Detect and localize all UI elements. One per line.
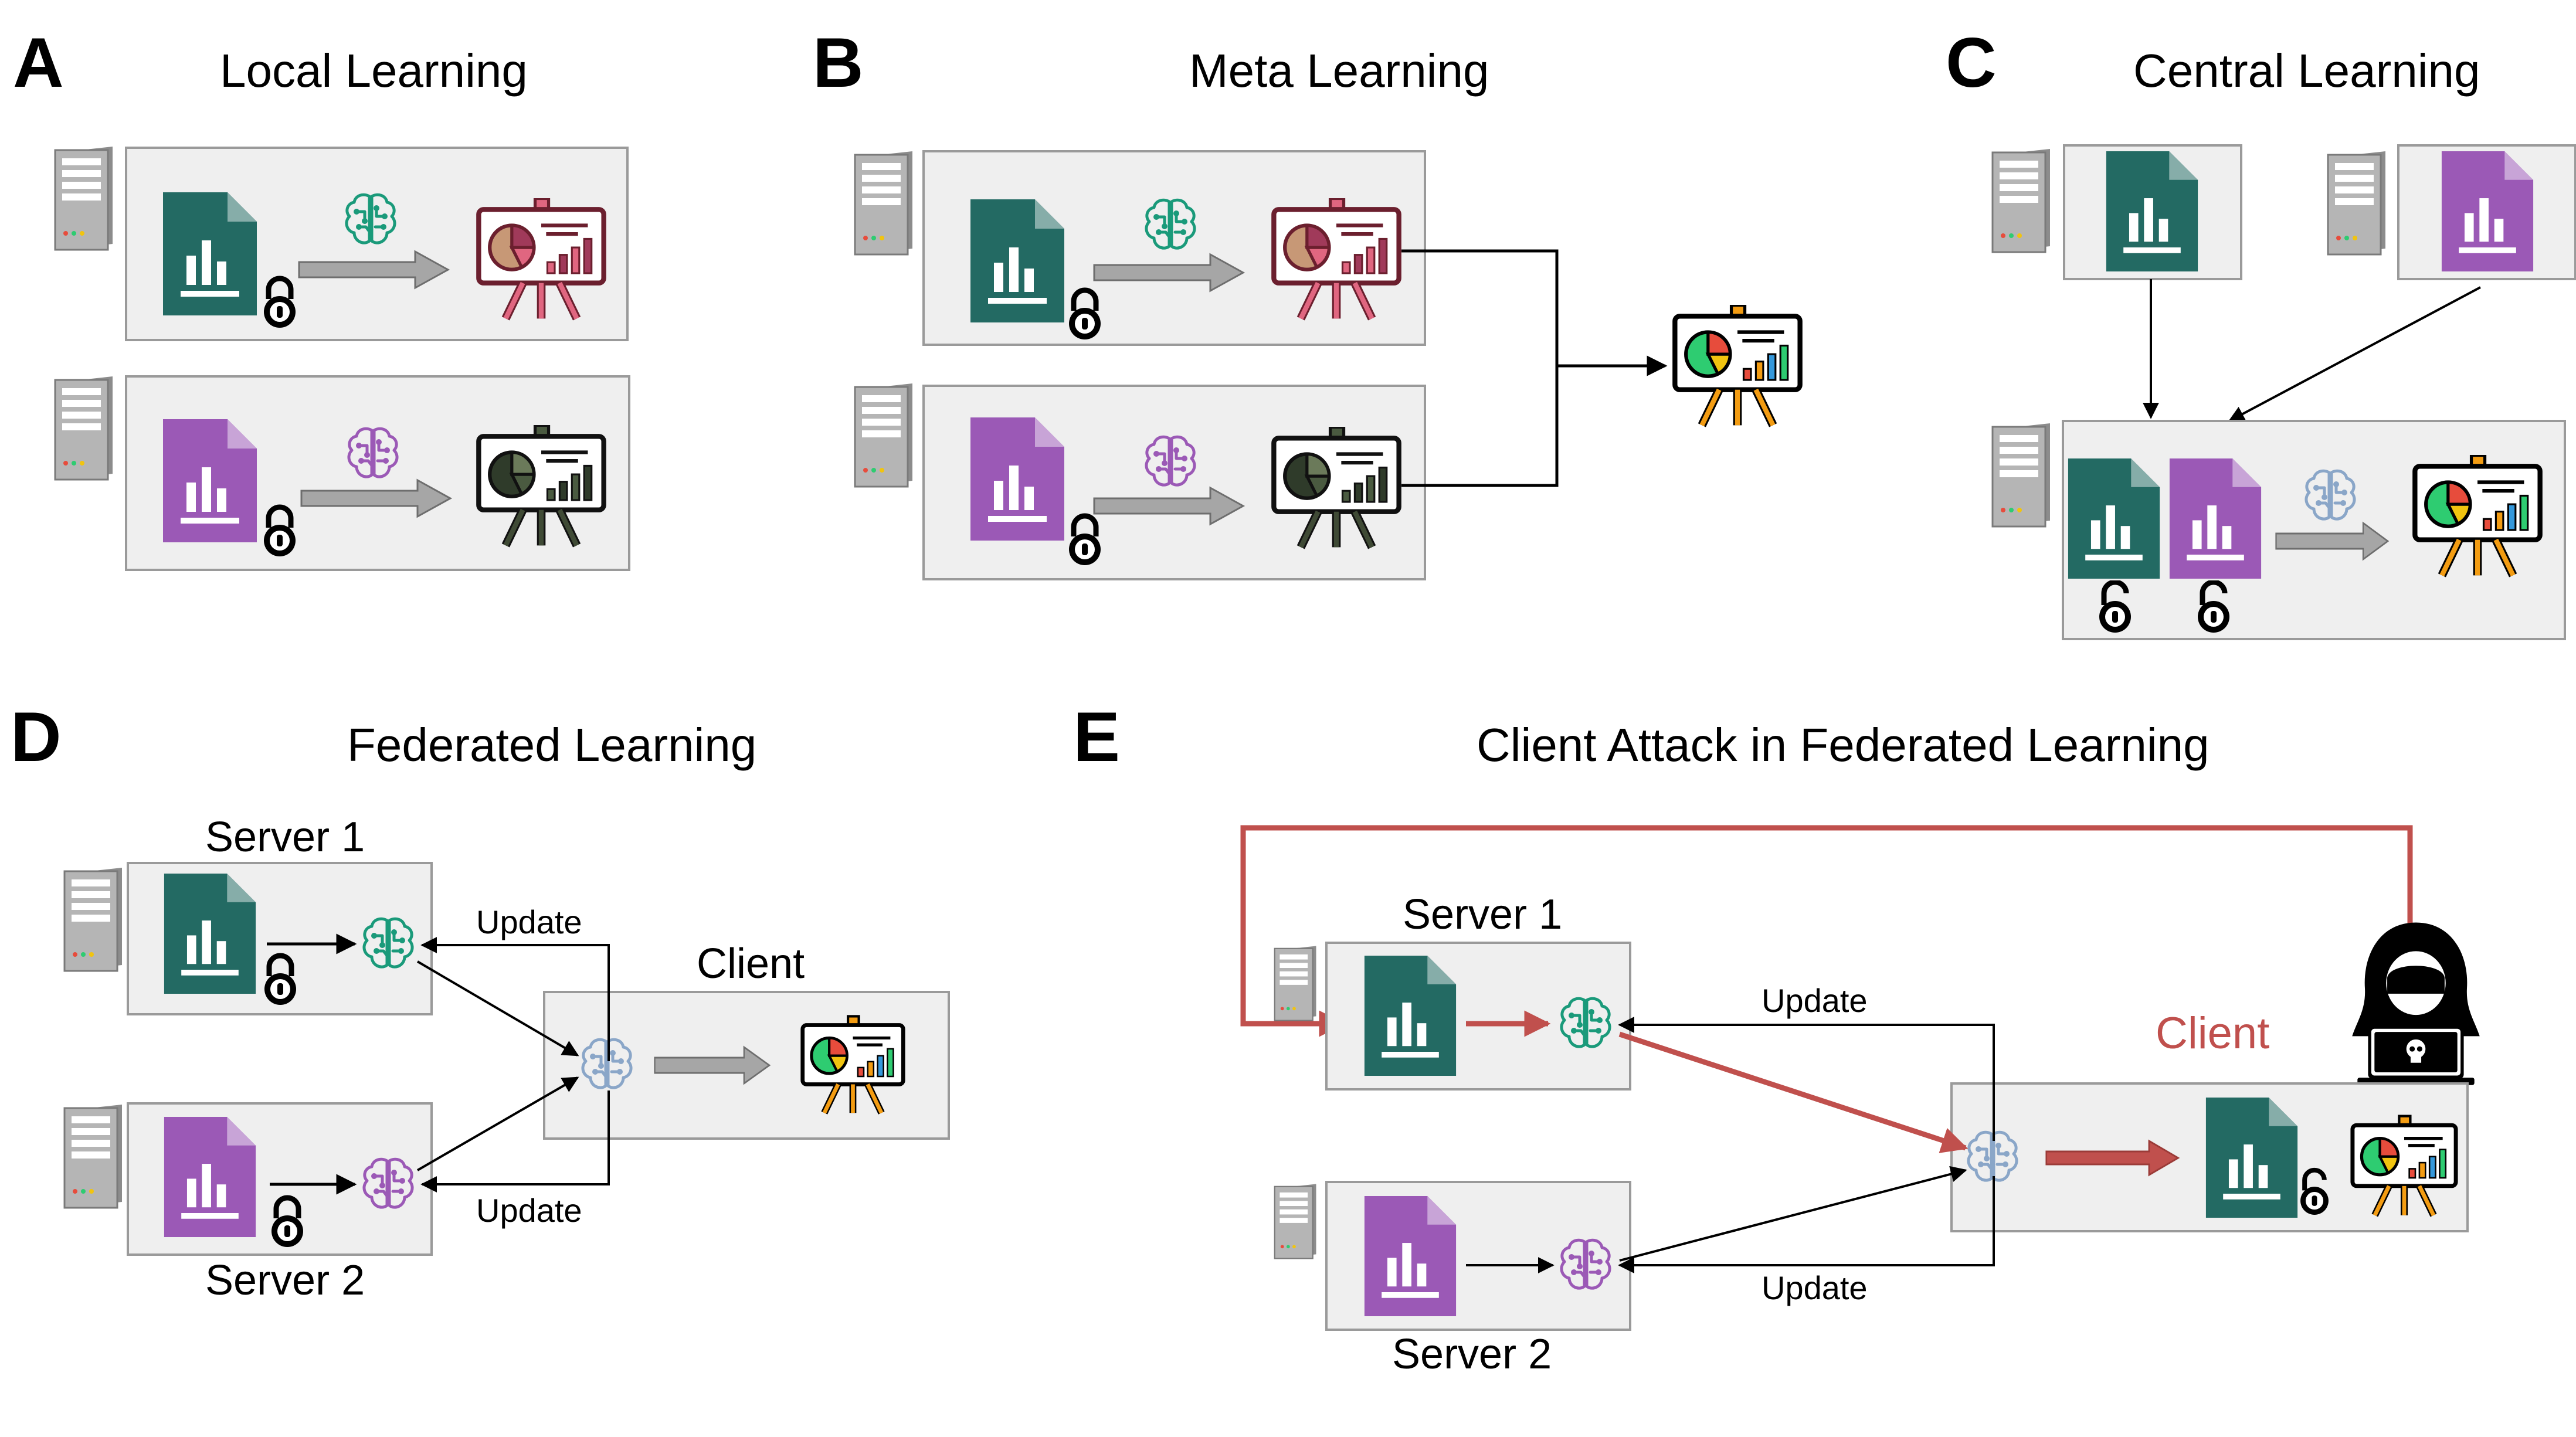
document-chart-icon xyxy=(2068,458,2160,579)
panel-d-title: Federated Learning xyxy=(347,719,756,771)
attack-path-arrow xyxy=(1240,825,2413,1037)
fed-update-arrow-1 xyxy=(420,937,610,1061)
server-icon xyxy=(63,867,123,972)
server-1-label: Server 1 xyxy=(205,814,365,861)
update-label: Update xyxy=(1762,1269,1868,1306)
central-arrow-2 xyxy=(2228,286,2481,422)
server-icon xyxy=(1991,148,2051,253)
fed-update-arrow-2 xyxy=(420,1091,610,1193)
server-icon xyxy=(1274,945,1317,1021)
document-chart-icon xyxy=(2106,151,2198,271)
attack-update-arrow-1 xyxy=(1618,1017,1995,1141)
presentation-board-icon xyxy=(1675,305,1800,425)
update-label: Update xyxy=(476,903,582,940)
document-chart-icon xyxy=(163,419,257,542)
document-chart-icon xyxy=(970,199,1064,322)
meta-connector xyxy=(1401,249,1559,487)
document-chart-icon xyxy=(2205,1098,2298,1218)
panel-e-letter: E xyxy=(1073,698,1120,776)
hacker-icon xyxy=(2352,922,2480,1085)
server-icon xyxy=(54,375,114,481)
panel-b: B Meta Learning xyxy=(813,23,1800,580)
panel-c-letter: C xyxy=(1946,23,1997,102)
update-label: Update xyxy=(476,1192,582,1229)
server-2-label: Server 2 xyxy=(205,1257,365,1304)
server-icon xyxy=(1274,1183,1317,1259)
attack-update-arrow-2 xyxy=(1618,1176,1995,1273)
panel-a-letter: A xyxy=(13,23,64,102)
document-chart-icon xyxy=(2169,458,2262,579)
server-icon xyxy=(1991,422,2051,528)
panel-c-title: Central Learning xyxy=(2133,45,2480,97)
server-icon xyxy=(54,145,114,251)
server-icon xyxy=(854,150,914,256)
panel-d: D Federated Learning Server 1 Server 2 C… xyxy=(11,698,950,1304)
document-chart-icon xyxy=(2441,151,2534,271)
fed-arrow-to-client-2 xyxy=(416,1076,579,1171)
document-chart-icon xyxy=(1364,1196,1457,1316)
document-chart-icon xyxy=(1364,956,1457,1076)
panel-a: A Local Learning xyxy=(13,23,630,571)
panel-d-letter: D xyxy=(11,698,62,776)
panel-e: E Client Attack in Federated Learning Se… xyxy=(1073,698,2480,1378)
attack-client-label: Client xyxy=(2156,1008,2269,1058)
server-icon xyxy=(63,1103,123,1209)
panel-b-letter: B xyxy=(813,23,864,102)
document-chart-icon xyxy=(164,874,256,994)
document-chart-icon xyxy=(163,192,257,315)
update-label: Update xyxy=(1762,982,1868,1019)
panel-e-title: Client Attack in Federated Learning xyxy=(1477,719,2210,771)
panel-a-title: Local Learning xyxy=(220,45,528,97)
panel-b-title: Meta Learning xyxy=(1189,45,1489,97)
panel-c: C Central Learning xyxy=(1946,23,2576,640)
attack-arrow-server-2-to-client xyxy=(1619,1166,1967,1262)
client-label: Client xyxy=(697,940,805,987)
attack-arrow-to-client xyxy=(1618,1031,1969,1153)
server-icon xyxy=(2327,150,2387,256)
server-1-label: Server 1 xyxy=(1403,891,1562,938)
server-icon xyxy=(854,382,914,488)
fed-arrow-to-client-1 xyxy=(416,960,579,1056)
document-chart-icon xyxy=(970,417,1064,541)
document-chart-icon xyxy=(164,1117,256,1237)
server-2-label: Server 2 xyxy=(1392,1331,1552,1378)
